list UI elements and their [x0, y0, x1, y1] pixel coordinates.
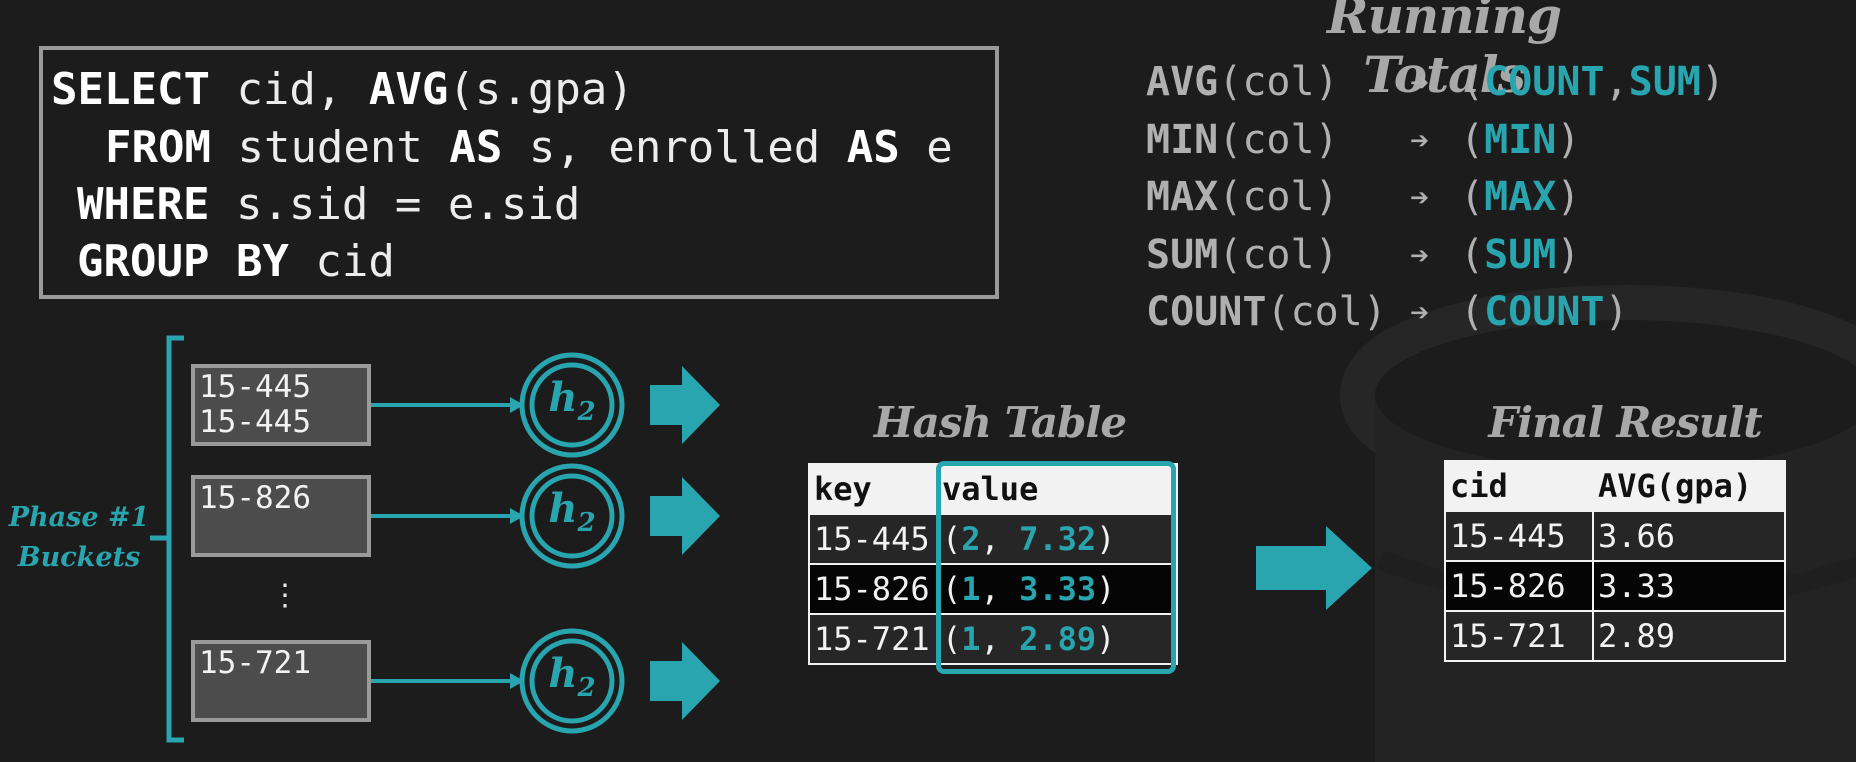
arrow-right-icon: ➔	[1410, 236, 1430, 274]
header-cid: cid	[1444, 460, 1594, 512]
sql-line-from: FROM student AS s, enrolled AS e	[105, 122, 953, 173]
bucket-3: 15-721	[191, 640, 371, 722]
arrow-right-icon-3	[650, 642, 720, 720]
hash-table-header: key value	[808, 463, 1178, 515]
sql-line-where: WHERE s.sid = e.sid	[77, 179, 581, 230]
final-result-header: cid AVG(gpa)	[1444, 460, 1786, 512]
hash-table-title: Hash Table	[873, 398, 1127, 447]
hash-function-label-2: h2	[548, 485, 596, 538]
final-result-title: Final Result	[1488, 398, 1762, 447]
header-avg-gpa: AVG(gpa)	[1592, 460, 1786, 512]
arrow-right-icon: ➔	[1410, 178, 1430, 216]
arrow-right-icon: ➔	[1410, 293, 1430, 331]
hash-function-label-1: h2	[548, 374, 596, 427]
bucket-2: 15-826	[191, 475, 371, 557]
table-row: 15-721 (1, 2.89)	[808, 613, 1178, 665]
sql-line-select: SELECT cid, AVG(s.gpa)	[51, 64, 634, 115]
table-row: 15-445 3.66	[1444, 510, 1786, 562]
sql-line-group-by: GROUP BY cid	[77, 236, 395, 287]
bucket-1: 15-445 15-445	[191, 364, 371, 446]
value-column-highlight	[936, 461, 1176, 674]
table-row: 15-826 3.33	[1444, 560, 1786, 612]
hash-circle-3	[519, 628, 625, 734]
hash-function-label-3: h2	[548, 650, 596, 703]
hash-circle-1	[519, 352, 625, 458]
hash-circle-2	[519, 463, 625, 569]
table-row: 15-721 2.89	[1444, 610, 1786, 662]
arrow-right-icon-2	[650, 477, 720, 555]
phase-1-buckets-label: Phase #1 Buckets	[8, 502, 150, 573]
running-total-row-max: MAX(col)➔(MAX)	[1146, 169, 1580, 225]
running-total-row-count: COUNT(col)➔(COUNT)	[1146, 284, 1629, 340]
running-total-row-min: MIN(col)➔(MIN)	[1146, 112, 1580, 168]
header-key: key	[808, 463, 938, 515]
final-result-table: cid AVG(gpa) 15-445 3.66 15-826 3.33 15-…	[1444, 460, 1786, 662]
sql-query-box: SELECT cid, AVG(s.gpa) FROM student AS s…	[39, 46, 999, 299]
running-total-row-sum: SUM(col)➔(SUM)	[1146, 227, 1580, 283]
header-value: value	[936, 463, 1178, 515]
arrow-right-icon: ➔	[1410, 63, 1430, 101]
running-total-row-avg: AVG(col)➔(COUNT,SUM)	[1146, 54, 1725, 110]
table-row: 15-826 (1, 3.33)	[808, 563, 1178, 615]
arrow-right-icon-4	[1256, 526, 1372, 610]
ellipsis: ⋮	[270, 578, 300, 613]
arrow-right-icon-1	[650, 366, 720, 444]
running-totals-title: Running Totals	[1327, 0, 1562, 104]
arrow-right-icon: ➔	[1410, 121, 1430, 159]
hash-table: key value 15-445 (2, 7.32) 15-826 (1, 3.…	[808, 463, 1178, 665]
